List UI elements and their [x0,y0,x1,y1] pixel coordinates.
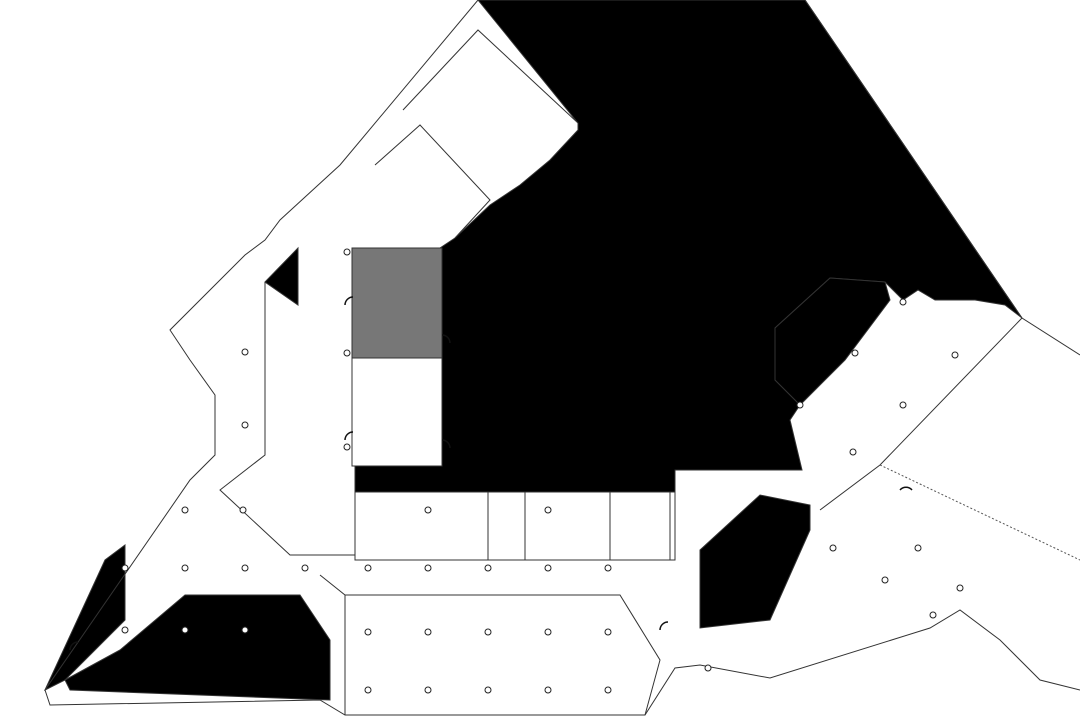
column-marker [851,349,859,357]
large-shaded-hall [354,0,1023,493]
column-marker [121,626,129,634]
column-marker [929,611,937,619]
column-marker [704,664,712,672]
column-marker [241,348,249,356]
door-icon [899,486,913,491]
column-marker [849,448,857,456]
column-marker [241,421,249,429]
column-marker [484,686,492,694]
column-marker [484,628,492,636]
column-marker [604,686,612,694]
column-marker [796,401,804,409]
column-marker [343,248,351,256]
column-marker [364,686,372,694]
walls [44,0,1080,716]
column-marker [343,349,351,357]
shaded-areas [43,0,1023,701]
column-marker [364,564,372,572]
columns [121,248,964,694]
shaded-right-stair [699,494,811,629]
column-marker [956,584,964,592]
column-marker [241,564,249,572]
inner-wall-1 [402,29,579,124]
column-marker [181,564,189,572]
highlighted-room [351,247,443,359]
door-icon [659,621,669,631]
column-marker [121,564,129,572]
column-marker [241,626,249,634]
column-marker [424,628,432,636]
doors [69,296,913,651]
corridor-wall-top [354,492,676,561]
inner-wall-2 [374,124,491,239]
column-marker [424,506,432,514]
column-marker [544,564,552,572]
lower-corridor-wall [319,574,661,716]
shaded-stair-area [774,277,891,406]
column-marker [544,628,552,636]
column-marker [829,544,837,552]
column-marker [181,506,189,514]
inner-wall-3 [219,282,355,556]
column-marker [914,544,922,552]
column-marker [544,686,552,694]
column-marker [604,628,612,636]
outer-wall-top-left [44,0,1080,716]
door-icon [344,296,354,306]
door-icon [441,439,451,449]
column-marker [343,443,351,451]
highlighted-room-fill [351,247,443,359]
column-marker [239,506,247,514]
white-room-middle [351,357,443,467]
column-marker [301,564,309,572]
shaded-bottom-room [64,594,331,701]
column-marker [899,401,907,409]
door-icon [441,334,451,344]
column-marker [424,686,432,694]
right-wing-lower [879,464,1080,561]
column-marker [951,351,959,359]
column-marker [181,626,189,634]
column-marker [484,564,492,572]
column-marker [364,628,372,636]
column-marker [424,564,432,572]
column-marker [604,564,612,572]
door-icon [69,641,79,651]
column-marker [899,298,907,306]
shaded-wedge-left [264,246,299,306]
column-marker [881,576,889,584]
column-marker [544,506,552,514]
door-icon [344,431,354,441]
